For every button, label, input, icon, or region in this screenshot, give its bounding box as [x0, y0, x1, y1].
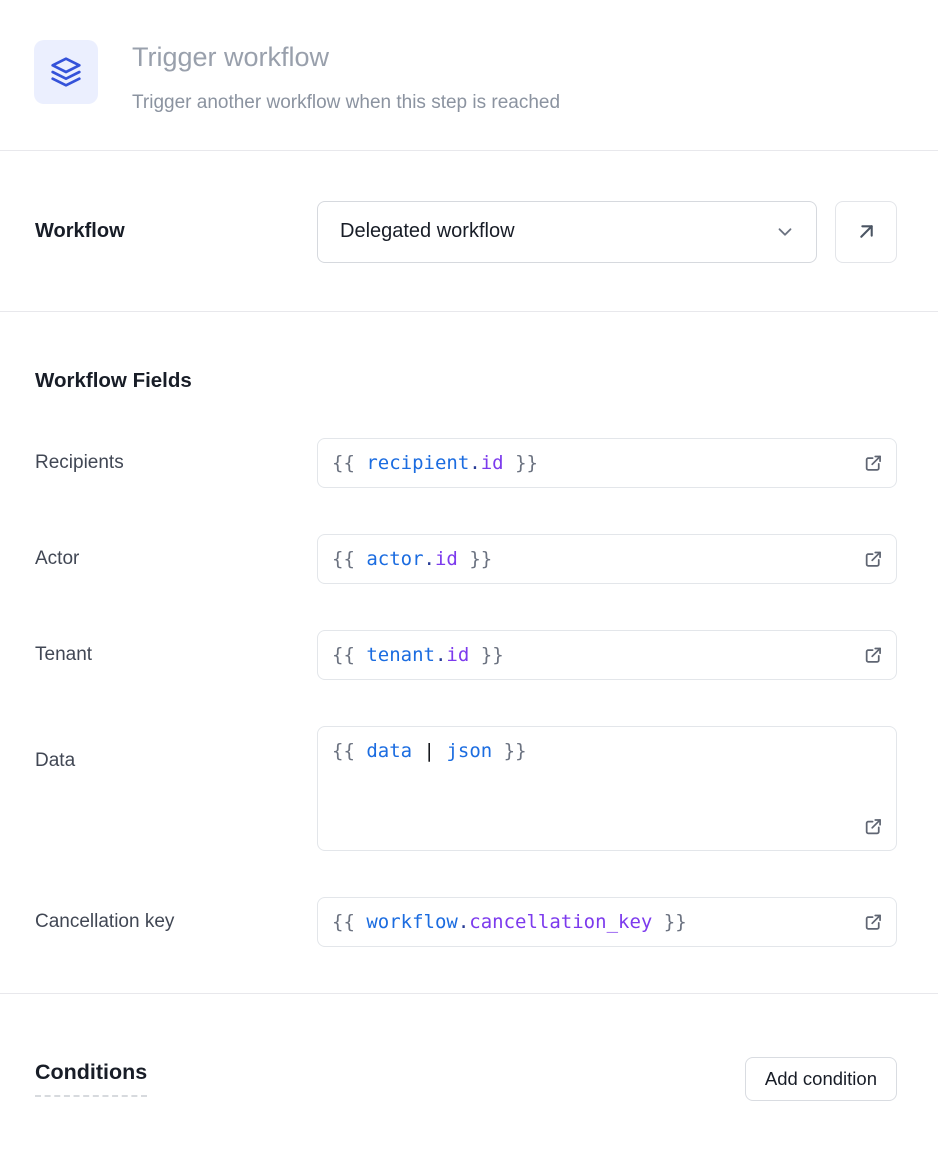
- field-row-tenant: Tenant {{ tenant.id }}: [35, 629, 897, 680]
- external-link-icon[interactable]: [863, 548, 884, 569]
- code-token-dot: .: [457, 910, 470, 933]
- field-template-value: {{ data | json }}: [332, 740, 527, 762]
- field-template-input-data[interactable]: {{ data | json }}: [317, 725, 897, 851]
- workflow-select-value: Delegated workflow: [340, 220, 515, 243]
- code-token-brace: {{: [332, 451, 367, 474]
- workflow-select-row: Workflow Delegated workflow: [0, 151, 938, 311]
- field-template-input-tenant[interactable]: {{ tenant.id }}: [317, 629, 897, 680]
- external-link-icon[interactable]: [863, 452, 884, 473]
- divider: [0, 149, 938, 151]
- field-template-value: {{ recipient.id }}: [332, 452, 538, 474]
- divider: [0, 992, 938, 994]
- field-label-cell: Cancellation key: [35, 911, 317, 933]
- chevron-down-icon: [774, 221, 796, 243]
- code-token-brace: {{: [332, 547, 367, 570]
- code-token-brace: }}: [492, 739, 527, 762]
- field-label-cell: Recipients: [35, 452, 317, 474]
- workflow-label-cell: Workflow: [35, 220, 317, 243]
- code-token-brace: {{: [332, 643, 367, 666]
- code-token-variable: tenant: [366, 643, 435, 666]
- code-token-plain: [435, 740, 446, 762]
- open-workflow-button[interactable]: [835, 200, 897, 263]
- field-row-actor: Actor {{ actor.id }}: [35, 533, 897, 584]
- step-icon-box: [34, 40, 98, 104]
- code-token-variable: workflow: [366, 910, 458, 933]
- code-token-brace: }}: [469, 643, 504, 666]
- workflow-label: Workflow: [35, 220, 125, 243]
- code-token-dot: .: [423, 547, 435, 570]
- conditions-heading[interactable]: Conditions: [35, 1060, 148, 1098]
- external-link-icon[interactable]: [863, 911, 884, 932]
- code-token-plain: [412, 740, 423, 762]
- code-token-brace: }}: [457, 547, 493, 570]
- field-row-cancellation-key: Cancellation key {{ workflow.cancellatio…: [35, 896, 897, 947]
- field-row-data: Data {{ data | json }}: [35, 725, 897, 851]
- field-label: Actor: [35, 547, 80, 569]
- layers-icon: [50, 56, 82, 88]
- code-token-property: id: [446, 643, 470, 666]
- workflow-fields-heading: Workflow Fields: [35, 368, 192, 392]
- field-label-cell: Actor: [35, 548, 317, 570]
- code-token-property: id: [480, 451, 504, 474]
- code-token-brace: {{: [332, 739, 367, 762]
- code-token-variable: data: [366, 739, 413, 762]
- workflow-select[interactable]: Delegated workflow: [317, 200, 817, 263]
- field-label: Cancellation key: [35, 910, 175, 932]
- code-token-variable: recipient: [366, 451, 470, 474]
- external-link-icon[interactable]: [863, 644, 884, 665]
- field-label: Tenant: [35, 643, 93, 665]
- code-token-property: id: [434, 547, 458, 570]
- external-link-icon[interactable]: [863, 816, 884, 837]
- conditions-section: Conditions Add condition: [0, 994, 938, 1101]
- code-token-property: cancellation_key: [469, 910, 653, 933]
- step-header-text: Trigger workflow Trigger another workflo…: [132, 40, 560, 114]
- code-token-variable: json: [446, 739, 493, 762]
- code-token-pipe: |: [423, 739, 435, 762]
- field-label: Recipients: [35, 451, 124, 473]
- field-template-value: {{ actor.id }}: [332, 548, 492, 570]
- code-token-brace: {{: [332, 910, 367, 933]
- code-token-variable: actor: [366, 547, 424, 570]
- fields-list: Recipients {{ recipient.id }} Actor {{ a…: [35, 437, 897, 947]
- field-template-input-recipients[interactable]: {{ recipient.id }}: [317, 437, 897, 488]
- field-label-cell: Data: [35, 726, 317, 772]
- add-condition-button[interactable]: Add condition: [744, 1056, 897, 1101]
- step-subtitle: Trigger another workflow when this step …: [132, 91, 561, 113]
- code-token-dot: .: [469, 451, 481, 474]
- field-label: Data: [35, 749, 76, 771]
- field-row-recipients: Recipients {{ recipient.id }}: [35, 437, 897, 488]
- field-label-cell: Tenant: [35, 644, 317, 666]
- divider: [0, 310, 938, 312]
- field-template-value: {{ tenant.id }}: [332, 644, 504, 666]
- field-template-input-cancellation-key[interactable]: {{ workflow.cancellation_key }}: [317, 896, 897, 947]
- arrow-up-right-icon: [854, 219, 879, 244]
- step-title[interactable]: Trigger workflow: [132, 42, 330, 72]
- code-token-brace: }}: [503, 451, 538, 474]
- field-template-value: {{ workflow.cancellation_key }}: [332, 911, 687, 933]
- step-header: Trigger workflow Trigger another workflo…: [0, 0, 938, 150]
- workflow-fields-section: Workflow Fields Recipients {{ recipient.…: [0, 312, 938, 947]
- field-template-input-actor[interactable]: {{ actor.id }}: [317, 533, 897, 584]
- code-token-brace: }}: [652, 910, 687, 933]
- code-token-dot: .: [434, 643, 447, 666]
